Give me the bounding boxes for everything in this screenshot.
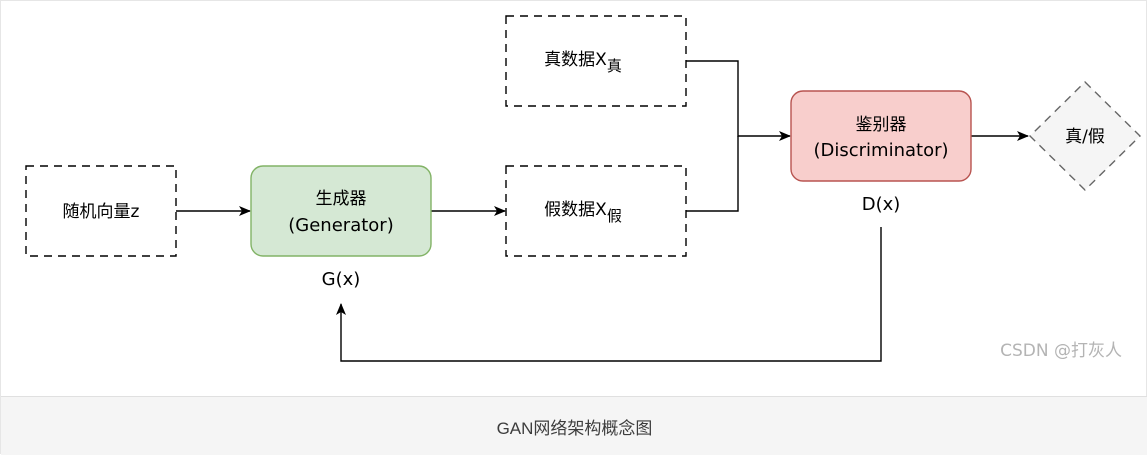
real-data-text: 真数据X真: [544, 50, 622, 75]
fake-data-subscript: 假: [607, 207, 622, 225]
caption: GAN网络架构概念图: [496, 418, 653, 438]
generator-label: 生成器: [316, 189, 367, 209]
watermark: CSDN @打灰人: [1000, 341, 1122, 361]
edges: [176, 60, 1029, 362]
fake-data-text: 假数据X假: [544, 200, 622, 225]
fake-data-label: 假数据X: [544, 200, 607, 220]
output-label: 真/假: [1065, 127, 1105, 147]
node-random-vector: 随机向量z: [25, 165, 177, 257]
generator-function-label: G(x): [322, 269, 361, 290]
caption-bar: GAN网络架构概念图: [1, 396, 1147, 455]
edge-real-data-to-discriminator: [686, 60, 791, 141]
discriminator-function-label: D(x): [862, 194, 901, 215]
real-data-subscript: 真: [607, 57, 622, 75]
node-real-data: 真数据X真: [505, 15, 687, 107]
discriminator-sublabel: (Discriminator): [813, 140, 948, 161]
real-data-label: 真数据X: [544, 50, 607, 70]
edge-feedback-to-generator: [336, 227, 882, 362]
discriminator-label: 鉴别器: [856, 115, 907, 135]
node-discriminator: 鉴别器 (Discriminator): [790, 90, 972, 182]
node-generator: 生成器 (Generator): [250, 165, 432, 257]
node-output: 真/假: [1029, 81, 1141, 191]
gan-architecture-diagram: 随机向量z 生成器 (Generator) G(x) 真数据X真 假数据X假 鉴…: [25, 15, 1141, 362]
random-vector-label: 随机向量z: [63, 202, 140, 222]
generator-sublabel: (Generator): [288, 215, 393, 236]
node-fake-data: 假数据X假: [505, 165, 687, 257]
edge-fake-data-to-discriminator: [686, 136, 739, 212]
